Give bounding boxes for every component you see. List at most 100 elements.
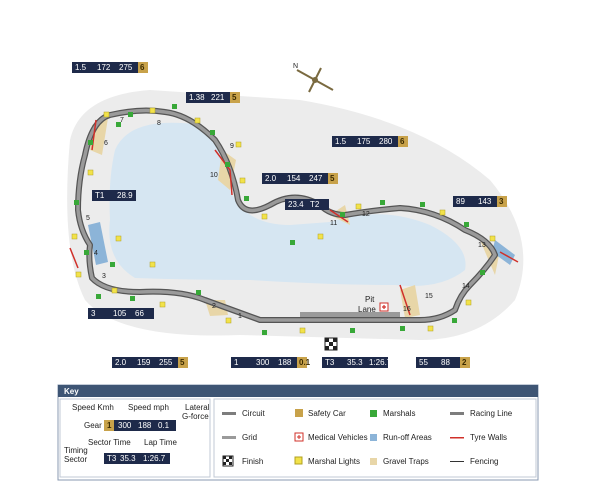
marshal-light [71,233,78,240]
marshal-light [355,203,362,210]
speed-box-value: T3 [325,358,335,367]
compass-icon: N [293,63,334,93]
speed-box-value: 280 [379,137,393,146]
svg-text:N: N [293,63,298,70]
legend-finish: Finish [242,457,263,466]
speed-box-value: 143 [478,197,492,206]
legend-runoff: Run-off Areas [383,433,432,442]
speed-box-value: 247 [309,174,323,183]
turn-number-8: 8 [157,120,161,127]
marshal-light [149,107,156,114]
turn-number-10: 10 [210,172,218,179]
marshal-post [420,202,425,207]
key-sample-gear: 1 [107,421,112,430]
marshal-post [340,212,345,217]
marshal-light [317,233,324,240]
speed-box-value: 1.5 [75,63,87,72]
legend-grid: Grid [242,433,257,442]
legend-racing-line: Racing Line [470,409,513,418]
marshal-light [75,271,82,278]
marshal-post [196,290,201,295]
legend-medical: Medical Vehicles [308,433,368,442]
speed-box-value: 172 [97,63,111,72]
marshal-post [210,130,215,135]
speed-box: 55 88 2 [416,357,470,368]
speed-box-value: 188 [278,358,292,367]
marshal-light [465,299,472,306]
pit-lane-label: Pit [365,295,375,304]
marshal-post [84,250,89,255]
finish-flag-icon [324,337,338,351]
speed-box-value: 105 [113,309,127,318]
speed-box-value: 23.4 [288,200,304,209]
speed-box-lateral: 6 [400,137,405,146]
marshal-post [130,296,135,301]
legend-safety-car: Safety Car [308,409,346,418]
speed-box-value: 275 [119,63,133,72]
legend-gravel: Gravel Traps [383,457,429,466]
marshal-post [96,294,101,299]
turn-number-15: 15 [425,293,433,300]
speed-box-value: 300 [256,358,270,367]
marshal-light [239,177,246,184]
marshal-light [235,141,242,148]
marshal-post [74,200,79,205]
speed-box-value: 159 [137,358,151,367]
marshal-post [116,122,121,127]
speed-box-value: 1.38 [189,93,205,102]
marshal-light [103,111,110,118]
key-lateral-g: Lateral [185,403,210,412]
speed-box-lateral: 5 [180,358,185,367]
marshal-light [439,209,446,216]
turn-number-14: 14 [462,283,470,290]
speed-box-lateral: 6 [140,63,145,72]
speed-box: 1.5 172 275 6 [72,62,148,73]
speed-box-value: 221 [211,93,225,102]
runoff-areas [88,222,515,265]
key-lateral-g-2: G-force [182,412,209,421]
marshal-post [350,328,355,333]
marshal-light [427,325,434,332]
legend-fencing: Fencing [470,457,498,466]
marshal-post [262,330,267,335]
marshal-post [110,262,115,267]
marshal-post [172,104,177,109]
key-sample-lap-time: 1:26.7 [143,454,166,463]
key-timing-sector-2: Sector [64,455,87,464]
key-sample-kmh: 300 [118,421,132,430]
marshal-post [128,112,133,117]
marshal-light [225,317,232,324]
key-sample-sector: T3 [107,454,117,463]
turn-number-7: 7 [120,117,124,124]
albert-park-lake [109,122,466,287]
speed-box-lateral: 5 [232,93,237,102]
key-speed-mph: Speed mph [128,403,169,412]
key-sample-sector-time: 35.3 [120,454,136,463]
speed-box-lateral: 5 [330,174,335,183]
marshal-posts [71,104,496,335]
legend-marshals: Marshals [383,409,415,418]
key-sample-mph: 188 [138,421,152,430]
marshal-post [225,162,230,167]
speed-box-value: 1:26.7 [369,358,392,367]
marshal-light [115,235,122,242]
speed-box-lateral: 2 [462,358,467,367]
speed-box-value: 66 [135,309,144,318]
speed-box-value: 255 [159,358,173,367]
speed-box-value: 1.5 [335,137,347,146]
key-speed-kmh: Speed Kmh [72,403,114,412]
speed-box-lateral: 3 [499,197,504,206]
speed-box-value: T2 [310,200,320,209]
speed-box-value: 88 [441,358,450,367]
turn-number-5: 5 [86,215,90,222]
speed-box-value: 35.3 [347,358,363,367]
marshal-light [111,287,118,294]
speed-box: 1.38 221 5 [186,92,240,103]
key-sector-time: Sector Time [88,438,131,447]
speed-box-value: 55 [419,358,428,367]
turn-number-9: 9 [230,143,234,150]
